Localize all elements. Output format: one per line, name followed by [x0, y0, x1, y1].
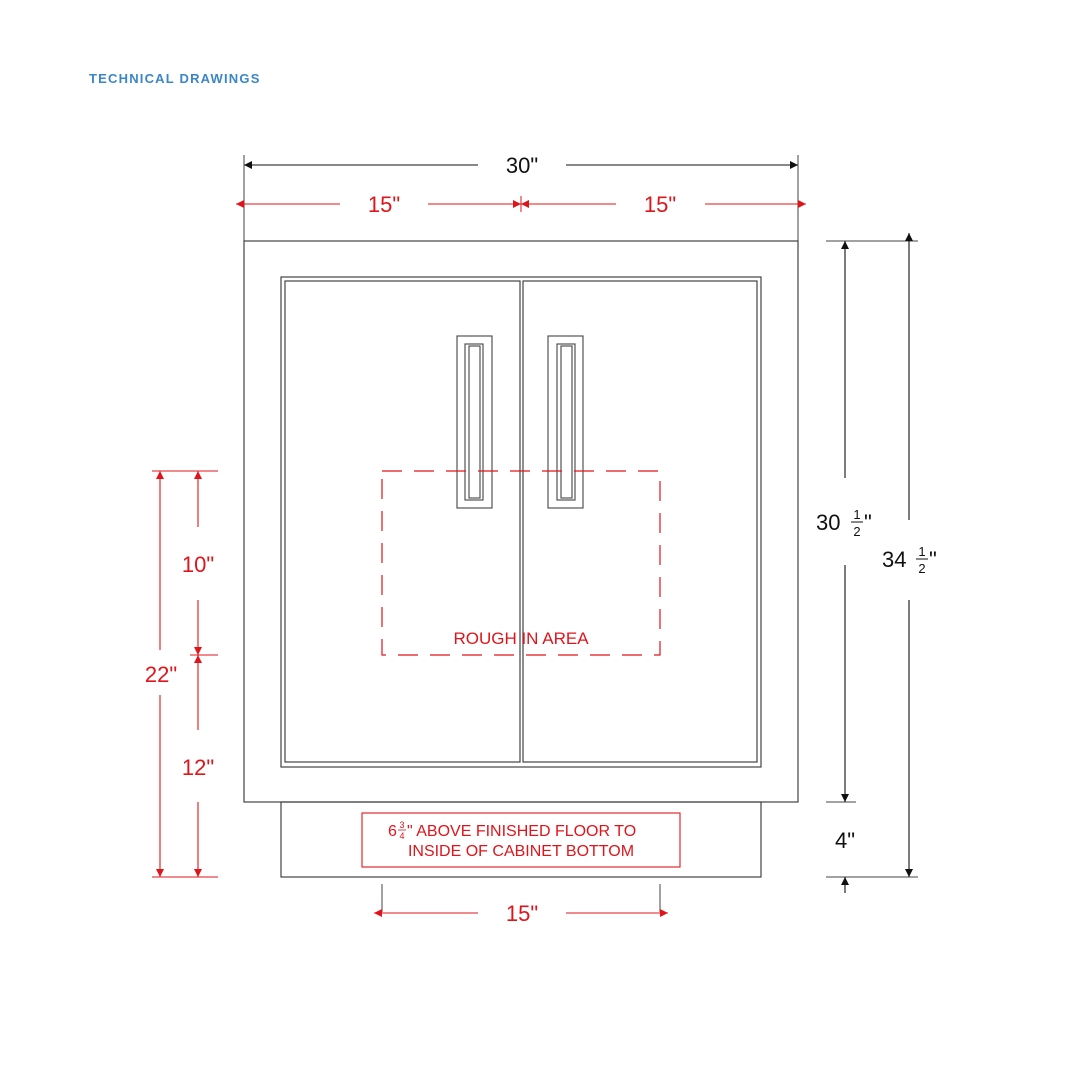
right-handle: [547, 335, 584, 509]
left-door: [284, 280, 521, 763]
left-handle: [456, 335, 493, 509]
floor-note-whole: 6: [388, 823, 397, 840]
floor-note-line1: " ABOVE FINISHED FLOOR TO: [407, 823, 636, 840]
toe-kick-label: 4": [835, 828, 855, 853]
total-height-unit: ": [929, 547, 937, 572]
rough-in-width-dimension: 15": [374, 884, 668, 926]
right-door: [522, 280, 758, 763]
rough-in-lower-dimension: 12": [182, 655, 214, 877]
floor-note-numerator: 3: [399, 820, 404, 830]
total-height-numerator: 1: [918, 544, 925, 559]
cabinet-height-numerator: 1: [853, 507, 860, 522]
rough-in-upper-dimension: 10": [182, 471, 214, 655]
cabinet-body: [243, 240, 799, 803]
overall-width-dimension: 30": [243, 153, 799, 241]
cabinet-height-dimension: 30 1 2 ": [816, 240, 918, 878]
total-height-whole: 34: [882, 547, 906, 572]
cabinet: [243, 240, 799, 878]
right-half-label: 15": [644, 192, 676, 217]
total-height-denominator: 2: [918, 561, 925, 576]
rough-in-lower-label: 12": [182, 755, 214, 780]
rough-in-height-label: 22": [145, 662, 177, 687]
rough-in-upper-label: 10": [182, 552, 214, 577]
left-half-label: 15": [368, 192, 400, 217]
cabinet-height-unit: ": [864, 510, 872, 535]
floor-note-line2: INSIDE OF CABINET BOTTOM: [408, 843, 634, 860]
rough-in-width-label: 15": [506, 901, 538, 926]
toe-kick: [280, 801, 762, 878]
half-width-dimensions: 15" 15": [236, 192, 806, 217]
rough-in-area-label: ROUGH IN AREA: [453, 629, 589, 648]
cabinet-height-whole: 30: [816, 510, 840, 535]
rough-in-height-dimension: 22": [145, 470, 218, 878]
page-header: TECHNICAL DRAWINGS: [89, 71, 261, 86]
floor-note: 6 3 4 " ABOVE FINISHED FLOOR TO INSIDE O…: [361, 812, 681, 868]
total-height-dimension: 34 1 2 ": [882, 233, 937, 877]
door-frame: [280, 276, 762, 768]
toe-kick-dimension: 4": [835, 828, 855, 893]
cabinet-height-denominator: 2: [853, 524, 860, 539]
overall-width-label: 30": [506, 153, 538, 178]
rough-in-area-outline: [381, 470, 661, 656]
floor-note-denominator: 4: [399, 831, 404, 841]
